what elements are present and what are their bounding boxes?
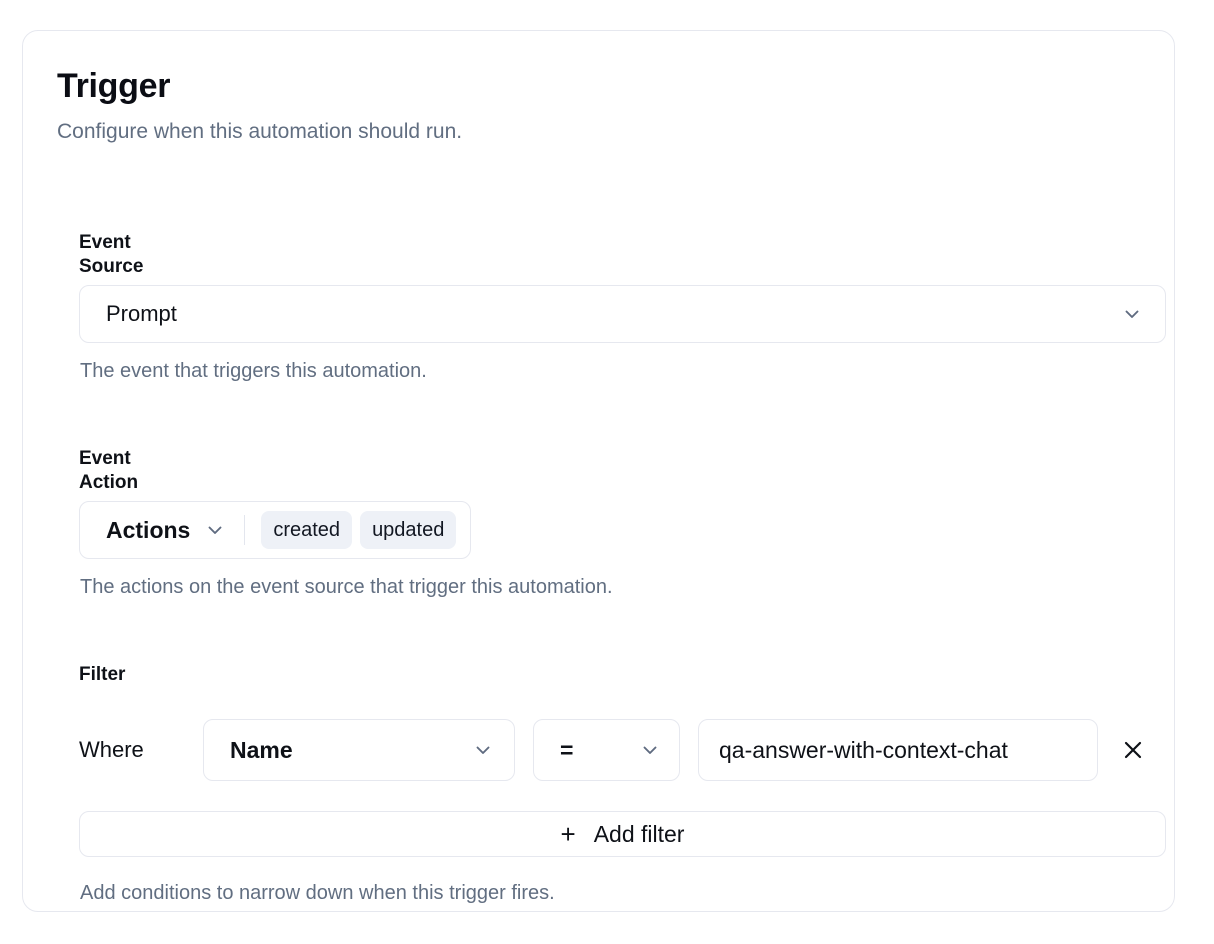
add-filter-label: Add filter bbox=[593, 820, 685, 847]
chevron-down-icon bbox=[1121, 303, 1143, 325]
filter-value-input[interactable]: qa-answer-with-context-chat bbox=[698, 719, 1098, 781]
event-action-control: Actions created updated bbox=[79, 501, 472, 559]
filter-field-value: Name bbox=[230, 736, 293, 763]
add-filter-button[interactable]: + Add filter bbox=[79, 811, 1166, 857]
page-title: Trigger bbox=[57, 67, 171, 105]
close-icon bbox=[1120, 737, 1146, 763]
divider bbox=[244, 515, 246, 545]
chevron-down-icon bbox=[204, 519, 226, 541]
chevron-down-icon bbox=[472, 739, 494, 761]
filter-help: Add conditions to narrow down when this … bbox=[80, 882, 555, 904]
event-source-value: Prompt bbox=[106, 301, 177, 326]
filter-value-text: qa-answer-with-context-chat bbox=[719, 736, 1008, 763]
event-action-dropdown-label: Actions bbox=[106, 516, 191, 543]
event-action-dropdown[interactable]: Actions bbox=[106, 517, 244, 544]
chip-created[interactable]: created bbox=[261, 511, 353, 549]
event-action-help: The actions on the event source that tri… bbox=[80, 576, 613, 598]
page-subtitle: Configure when this automation should ru… bbox=[57, 120, 463, 143]
filter-row: Where Name = bbox=[79, 719, 1156, 781]
filter-operator-select[interactable]: = bbox=[533, 719, 680, 781]
filter-field-select[interactable]: Name bbox=[203, 719, 515, 781]
where-label: Where bbox=[79, 737, 144, 762]
filter-operator-value: = bbox=[560, 736, 574, 763]
event-source-label: Event Source bbox=[79, 232, 144, 277]
event-action-chips: created updated bbox=[261, 511, 457, 549]
chip-updated[interactable]: updated bbox=[360, 511, 457, 549]
plus-icon: + bbox=[560, 819, 576, 849]
remove-filter-button[interactable] bbox=[1110, 727, 1156, 773]
event-source-select[interactable]: Prompt bbox=[79, 285, 1166, 343]
chevron-down-icon bbox=[639, 739, 661, 761]
filter-label: Filter bbox=[79, 664, 126, 685]
trigger-card: Trigger Configure when this automation s… bbox=[22, 30, 1175, 912]
event-action-label: Event Action bbox=[79, 448, 139, 493]
event-source-help: The event that triggers this automation. bbox=[80, 360, 427, 382]
